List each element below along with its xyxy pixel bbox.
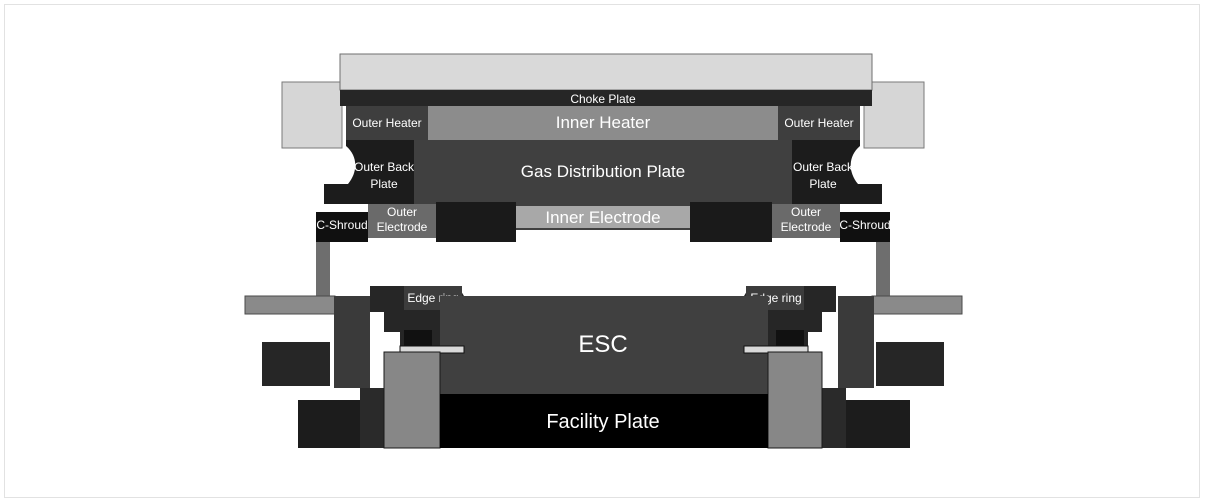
c-shroud-right-label: C-Shroud: [839, 218, 890, 232]
electrode-spacer-left: [436, 202, 516, 242]
edge-ring-right-insert: [776, 330, 804, 346]
inner-electrode: [516, 206, 690, 228]
outer-electrode-left: [368, 204, 436, 238]
column-left: [383, 351, 441, 449]
choke-plate-label: Choke Plate: [570, 92, 636, 106]
side-block-left-upper: [334, 296, 370, 388]
choke-plate: [340, 90, 872, 106]
outer-back-plate-right-label-2: Plate: [809, 177, 837, 191]
outer-electrode-left-label-1: Outer: [387, 205, 417, 219]
esc: [440, 296, 768, 394]
outer-electrode-right-label-1: Outer: [791, 205, 821, 219]
upper-side-block-left: [281, 81, 343, 149]
outer-heater-right: [778, 106, 860, 140]
upper-side-block-right: [863, 81, 925, 149]
esc-label: ESC: [578, 331, 627, 358]
side-block-right-inner: [822, 388, 846, 448]
outer-back-plate-left-label-2: Plate: [370, 177, 398, 191]
inner-electrode-label: Inner Electrode: [545, 208, 660, 227]
electrode-spacer-right: [690, 202, 772, 242]
c-shroud-left-label: C-Shroud: [316, 218, 367, 232]
facility-plate: [440, 394, 768, 448]
c-shroud-leg-right: [876, 242, 890, 298]
outer-heater-left-label: Outer Heater: [352, 116, 421, 130]
outer-electrode-left-label-2: Electrode: [377, 220, 428, 234]
c-shroud-left: [316, 212, 368, 242]
flange-bar-left: [244, 295, 336, 315]
edge-ring-left-insert: [404, 330, 432, 346]
outer-back-plate-left: [324, 140, 414, 204]
outer-heater-left: [346, 106, 428, 140]
side-block-right-upper: [838, 296, 874, 388]
gas-distribution-plate: [414, 140, 792, 204]
facility-plate-label: Facility Plate: [546, 411, 659, 433]
outer-back-plate-left-label-1: Outer Back: [354, 160, 415, 174]
c-shroud-right: [840, 212, 890, 242]
inner-heater-label: Inner Heater: [556, 113, 651, 132]
top-plate: [339, 53, 873, 91]
outer-electrode-right-label-2: Electrode: [781, 220, 832, 234]
side-block-left-lower: [298, 400, 360, 448]
outer-electrode-right: [772, 204, 840, 238]
side-block-right-lower: [846, 400, 910, 448]
outer-back-plate-right: [792, 140, 882, 204]
side-block-left-mid: [262, 342, 330, 386]
gas-distribution-plate-label: Gas Distribution Plate: [521, 162, 685, 181]
outer-back-plate-right-label-1: Outer Back: [793, 160, 854, 174]
flange-bar-right: [871, 295, 963, 315]
c-shroud-leg-left: [316, 242, 330, 298]
side-block-right-mid: [876, 342, 944, 386]
side-block-left-inner: [360, 388, 384, 448]
outer-heater-right-label: Outer Heater: [784, 116, 853, 130]
column-right: [767, 351, 823, 449]
inner-heater: [428, 106, 778, 140]
